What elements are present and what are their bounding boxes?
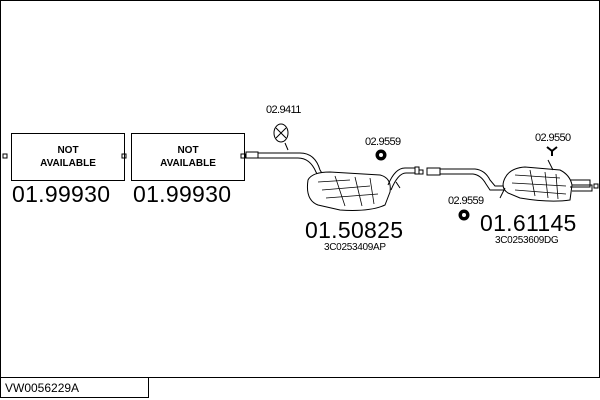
rear-silencer — [426, 159, 593, 202]
hanger-02-9550-icon — [546, 146, 558, 156]
oem-number-3: 3C0253409AP — [324, 242, 386, 253]
part-number-4[interactable]: 01.61145 — [480, 210, 577, 236]
box-text: NOT — [57, 145, 79, 156]
accessory-ref-4[interactable]: 02.9559 — [448, 195, 484, 207]
front-pipe-middle-silencer — [245, 142, 420, 211]
diagram-code: VW0056229A — [0, 377, 149, 398]
box-text: AVAILABLE — [40, 158, 96, 169]
hanger-02-9411-icon — [273, 123, 289, 143]
part-number-3[interactable]: 01.50825 — [305, 217, 404, 243]
oem-number-4: 3C0253609DG — [495, 235, 559, 246]
box-text: NOT — [177, 145, 199, 156]
box-text: AVAILABLE — [160, 158, 216, 169]
accessory-ref-3[interactable]: 02.9550 — [535, 132, 571, 144]
hanger-02-9559-icon — [375, 149, 387, 161]
part-number-1[interactable]: 01.99930 — [12, 181, 111, 207]
part-number-2[interactable]: 01.99930 — [133, 181, 232, 207]
accessory-ref-1[interactable]: 02.9411 — [266, 104, 301, 116]
not-available-box-1: NOT AVAILABLE — [11, 133, 125, 181]
hanger-02-9559-2-icon — [458, 209, 470, 221]
accessory-ref-2[interactable]: 02.9559 — [365, 136, 401, 148]
not-available-box-2: NOT AVAILABLE — [131, 133, 245, 181]
